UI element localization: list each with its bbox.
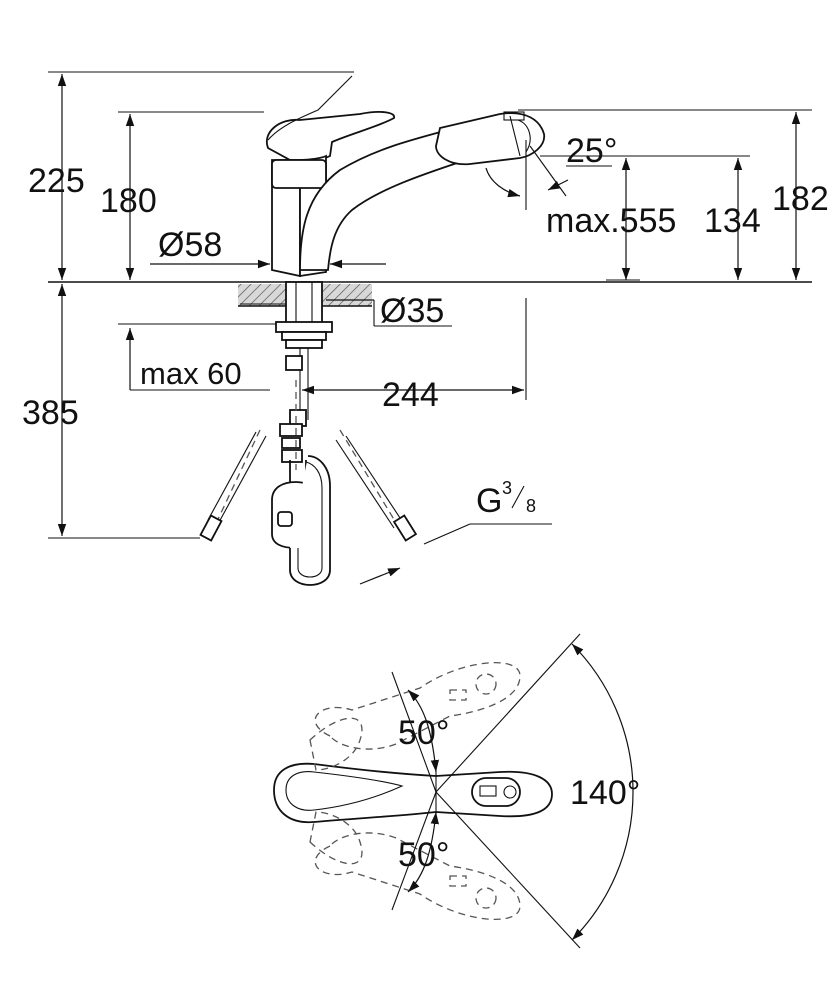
label-dia35: Ø35: [380, 292, 444, 330]
label-angle25: 25°: [566, 132, 617, 170]
label-180: 180: [100, 182, 157, 220]
label-max60: max 60: [140, 356, 242, 391]
shank-assembly: [271, 281, 333, 586]
label-angle50-top: 50°: [398, 714, 449, 752]
label-385: 385: [22, 394, 79, 432]
label-134: 134: [704, 202, 761, 240]
label-angle50-bottom: 50°: [398, 836, 449, 874]
label-182: 182: [772, 180, 829, 218]
supply-hoses: [199, 380, 418, 542]
label-dia58: Ø58: [158, 226, 222, 264]
thread-numerator: 3: [502, 478, 512, 498]
handle-top-view: [273, 662, 553, 920]
thread-base: G: [476, 482, 502, 520]
label-244: 244: [382, 376, 439, 414]
thread-denominator: 8: [526, 496, 536, 516]
label-angle140: 140°: [570, 774, 640, 812]
label-max555: max.555: [546, 202, 676, 240]
rotation-angles: [391, 633, 634, 949]
faucet-body: [265, 75, 545, 278]
label-225: 225: [28, 162, 85, 200]
label-thread: G 3 8: [476, 478, 536, 520]
